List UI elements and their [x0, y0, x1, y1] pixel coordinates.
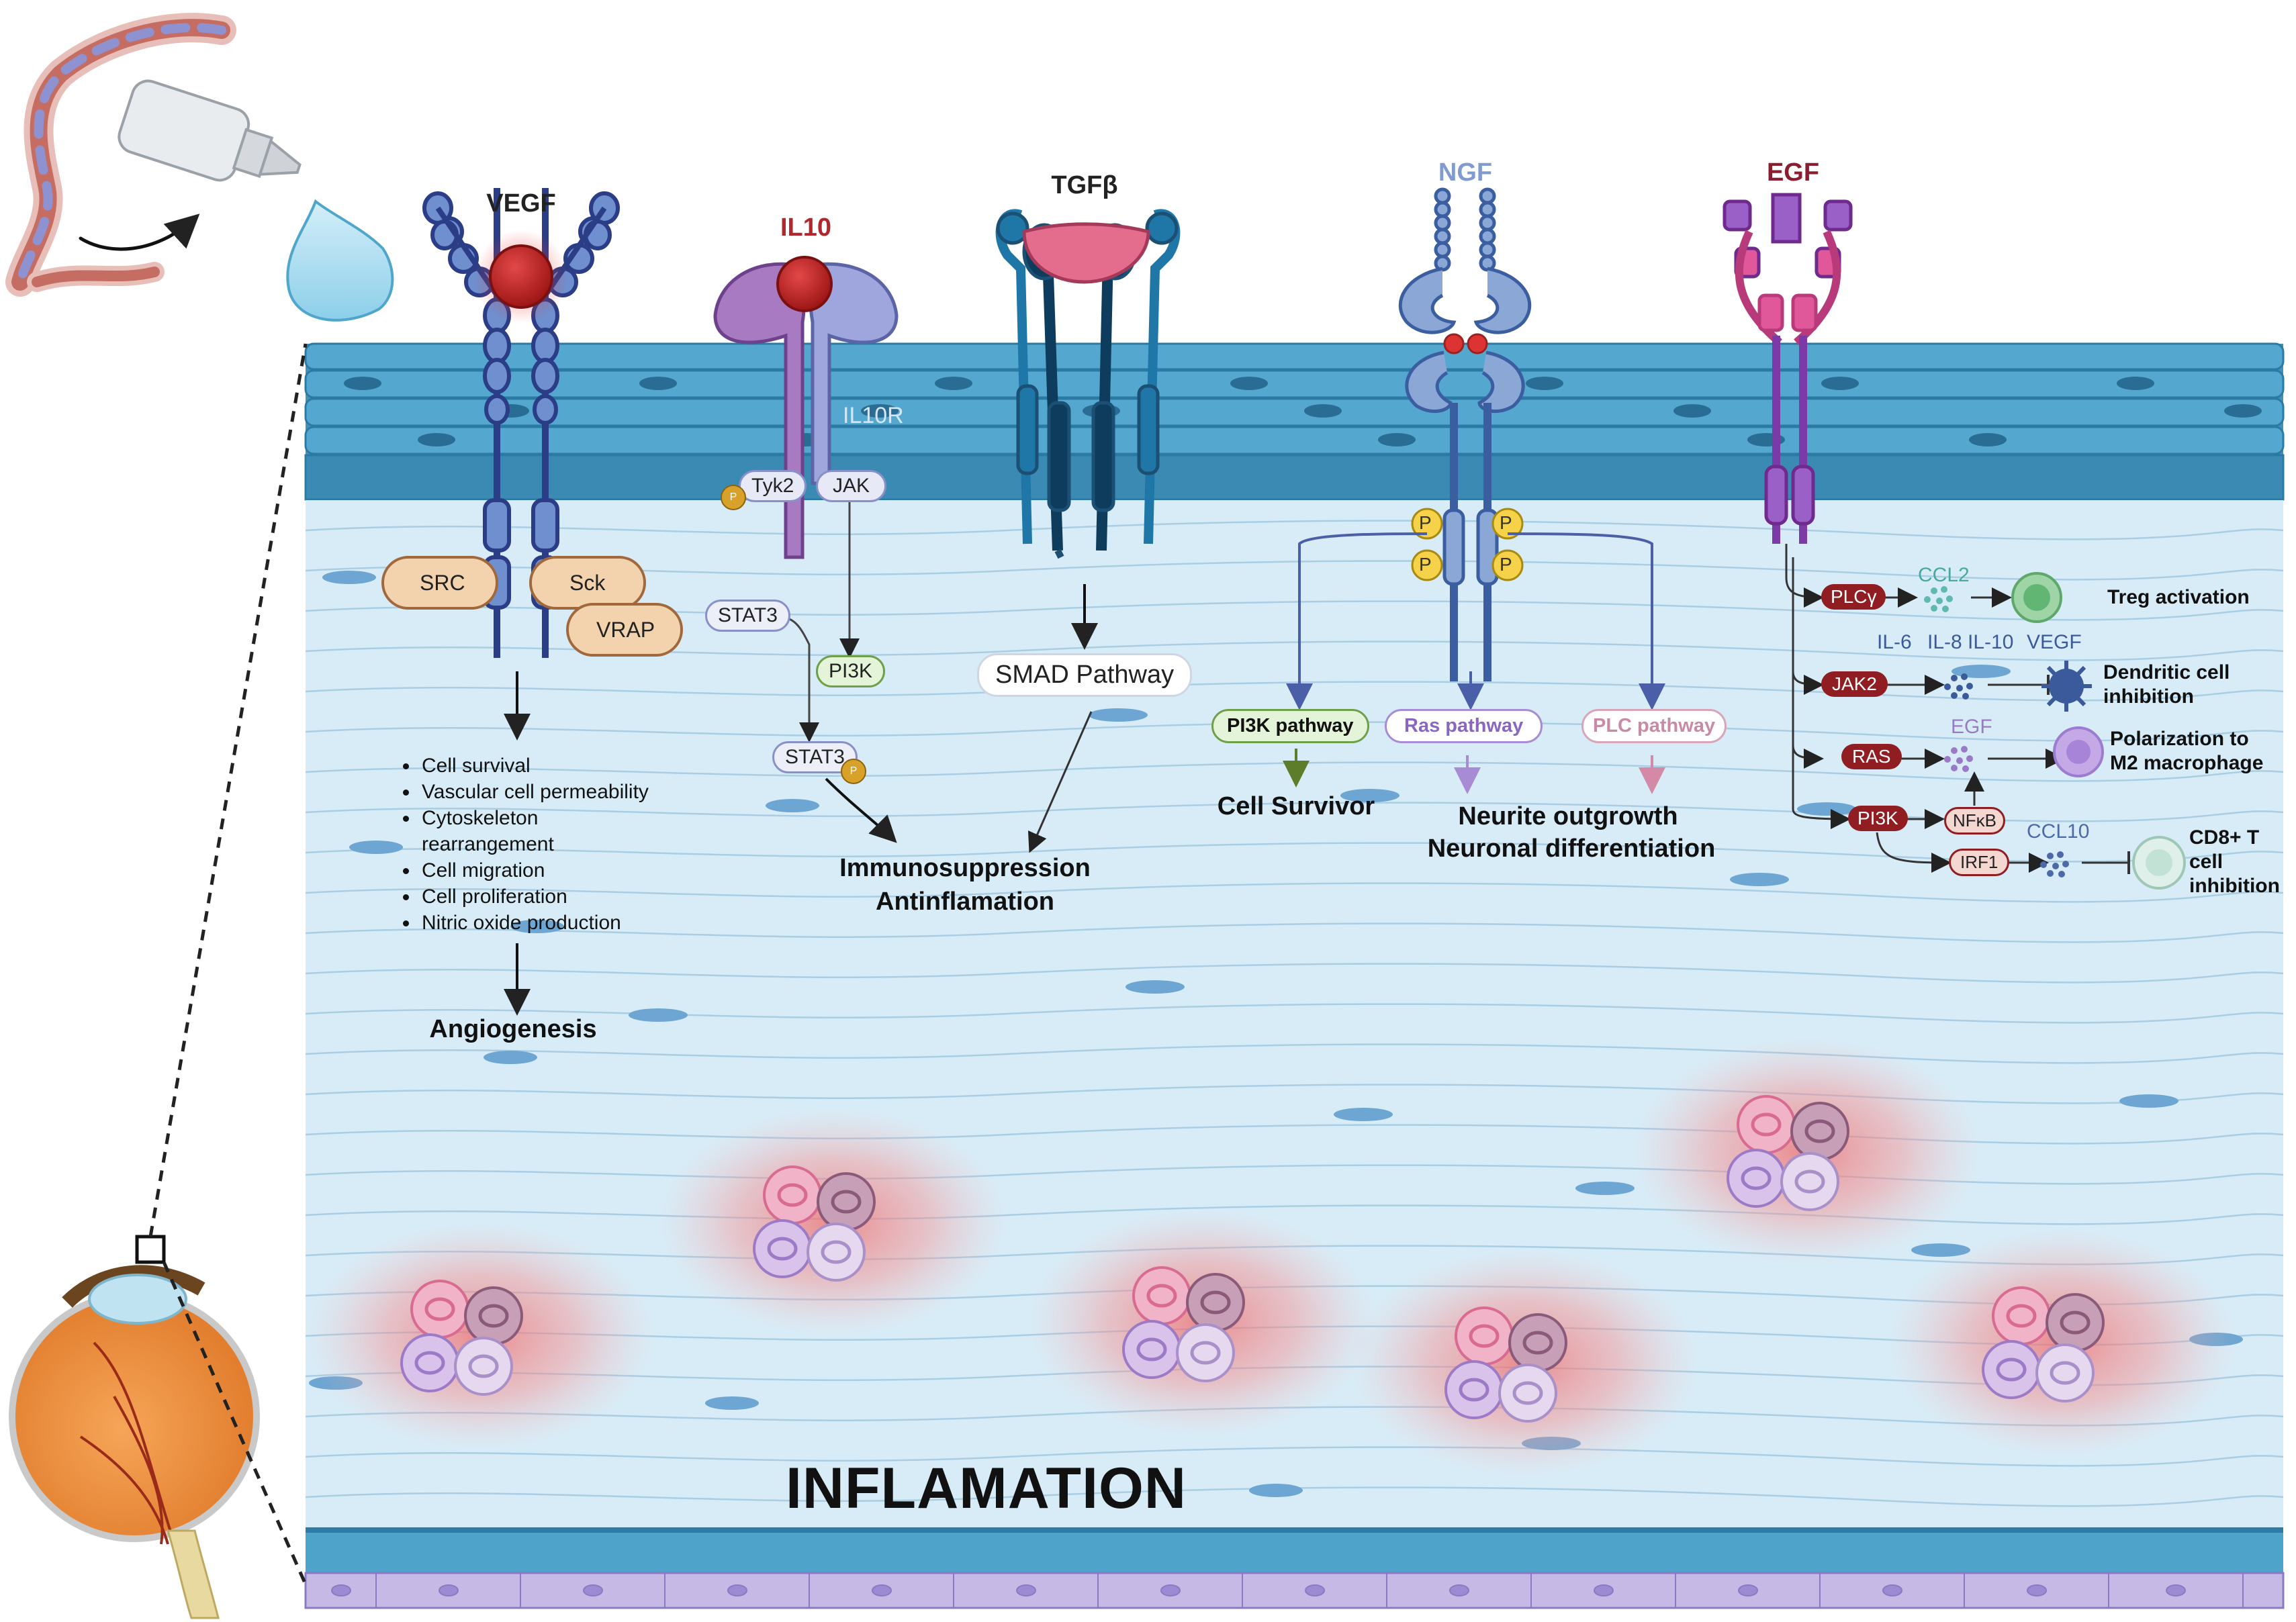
vegf-title: VEGF — [486, 189, 556, 218]
vegf-effect-item: rearrangement — [422, 833, 554, 855]
vegf-effect-item: Nitric oxide production — [419, 910, 649, 936]
angiogenesis-label: Angiogenesis — [429, 1015, 597, 1043]
il6-label: IL-6 — [1877, 631, 1912, 653]
egf-cells — [2011, 572, 2186, 890]
cell-survivor-label: Cell Survivor — [1217, 792, 1375, 820]
immune-cell-cluster — [1887, 1229, 2236, 1457]
sck-label: Sck — [569, 571, 606, 595]
immunosuppression-label: Immunosuppression — [839, 854, 1091, 882]
ngf-ligand-b — [1467, 333, 1488, 354]
eye-icon — [9, 1265, 260, 1619]
pi3k-pill-il10: PI3K — [816, 655, 886, 687]
dendritic-cell-label: Dendritic cell — [2103, 661, 2230, 683]
cd8-label-3: inhibition — [2189, 875, 2280, 897]
vegf-effect-item: Cell proliferation — [419, 884, 649, 910]
epithelial-cells — [304, 342, 2285, 501]
immune-cell-cluster — [1027, 1208, 1377, 1437]
ngf-p4: P — [1500, 554, 1512, 575]
amniotic-membrane-icon — [5, 13, 236, 297]
vegf-effect-item: Cell survival — [419, 753, 649, 779]
tyk2-pill: Tyk2 — [739, 470, 807, 502]
vegf-effects-list: Cell survival Vascular cell permeability… — [395, 753, 649, 936]
tyk2-phospho: P — [721, 485, 746, 510]
ngf-arrows — [1283, 532, 1665, 794]
ras-pathway-pill: Ras pathway — [1385, 709, 1543, 743]
vegf-ligand — [489, 244, 553, 309]
inflammatory-clusters — [306, 1037, 2236, 1477]
neurite-outgrowth-label: Neurite outgrowth — [1458, 802, 1678, 830]
antinflamation-label: Antinflamation — [876, 888, 1054, 916]
il10-title: IL10 — [780, 213, 832, 242]
eye-dropper-icon — [118, 79, 394, 322]
nfkb-pill: NFκB — [1944, 807, 2005, 834]
ngf-phospho — [1411, 508, 1524, 581]
egf-title: EGF — [1766, 158, 1820, 187]
treg-activation-label: Treg activation — [2107, 586, 2250, 608]
endothelial-cells — [331, 1573, 2244, 1608]
vegf-adaptors — [381, 556, 683, 657]
pi3k-pathway-pill: PI3K pathway — [1211, 709, 1369, 743]
cd8-label-2: cell — [2189, 851, 2223, 873]
smad-pathway-pill: SMAD Pathway — [977, 653, 1193, 697]
egf-connectors — [1785, 544, 2130, 874]
vegf-effect-item: Cell migration — [419, 857, 649, 884]
ngf-p1: P — [1419, 512, 1432, 533]
irf1-pill: IRF1 — [1949, 849, 2010, 876]
endothelium — [304, 1572, 2285, 1609]
pi3k-pill-egf: PI3K — [1848, 806, 1908, 831]
egf-small-label: EGF — [1951, 716, 1992, 738]
cytokine-dots — [1924, 586, 2069, 877]
inflamation-label: INFLAMATION — [786, 1456, 1187, 1521]
stat3-pill-a: STAT3 — [705, 600, 790, 632]
descemet-membrane — [306, 1527, 2283, 1573]
vegf-small-label: VEGF — [2027, 631, 2082, 653]
ngf-receptor — [1398, 187, 1532, 681]
src-label: SRC — [420, 571, 465, 595]
ccl2-label: CCL2 — [1918, 564, 1970, 586]
tgfb-title: TGFβ — [1051, 171, 1118, 199]
il8-label: IL-8 — [1927, 631, 1962, 653]
il10r-label: IL10R — [843, 403, 904, 428]
polarization-label: Polarization to — [2110, 728, 2249, 750]
immune-cell-cluster — [1632, 1037, 1981, 1266]
jak2-pill: JAK2 — [1821, 671, 1888, 697]
immune-cell-cluster — [658, 1108, 1007, 1336]
immune-cell-cluster — [306, 1222, 655, 1450]
ngf-title: NGF — [1438, 158, 1493, 187]
ras-pill: RAS — [1841, 744, 1902, 769]
ngf-p2: P — [1419, 554, 1432, 575]
egf-receptor — [1723, 193, 1853, 544]
zoom-box — [135, 1235, 166, 1264]
cd8-label-1: CD8+ T — [2189, 826, 2260, 849]
vrap-label: VRAP — [596, 618, 655, 642]
stat3-phospho: P — [841, 759, 866, 784]
il10-ligand — [776, 256, 833, 312]
vegf-effect-item: Vascular cell permeability — [419, 779, 649, 805]
neuronal-differentiation-label: Neuronal differentiation — [1427, 834, 1716, 863]
jak-pill: JAK — [816, 470, 887, 502]
il10-small-label: IL-10 — [1968, 631, 2014, 653]
immune-cell-cluster — [1350, 1249, 1699, 1477]
ngf-p3: P — [1500, 512, 1512, 533]
dendritic-inhibition-label: inhibition — [2103, 685, 2194, 708]
ngf-ligand-a — [1443, 333, 1465, 354]
ccl10-label: CCL10 — [2027, 820, 2090, 843]
tgfb-ligand — [1022, 222, 1150, 284]
vegf-effect-item: Cytoskeleton — [419, 805, 649, 831]
plc-pathway-pill: PLC pathway — [1581, 709, 1727, 743]
plcy-pill: PLCγ — [1821, 584, 1886, 610]
m2-macrophage-label: M2 macrophage — [2110, 752, 2264, 774]
